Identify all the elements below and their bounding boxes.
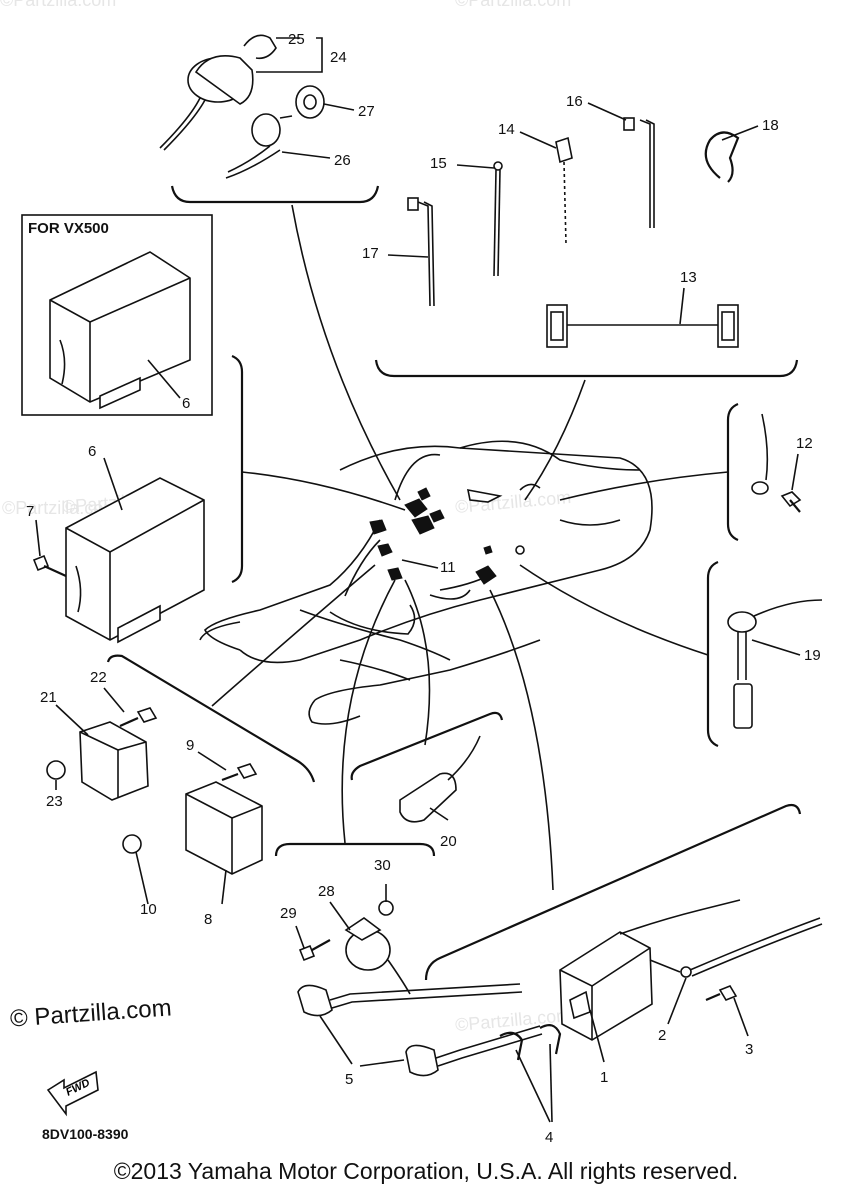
- callout-30: 30: [374, 857, 391, 874]
- callout-16: 16: [566, 93, 583, 110]
- part-12-ground-lead: [751, 413, 802, 513]
- watermark-left: ©Partzilla.com: [2, 498, 119, 518]
- part-22-bolt: [119, 707, 158, 728]
- part-21-rectifier: [79, 721, 149, 801]
- callout-4: 4: [545, 1129, 553, 1146]
- harness-line: [404, 579, 431, 746]
- part-28-sensor: [344, 917, 411, 995]
- callout-25: 25: [288, 31, 305, 48]
- drawing-code: 8DV100-8390: [42, 1126, 129, 1142]
- callout-6: 6: [88, 443, 96, 460]
- group-bracket-mid: [350, 711, 504, 781]
- callout-5: 5: [345, 1071, 353, 1088]
- callout-6-vx500: 6: [182, 395, 190, 412]
- harness-line: [519, 564, 709, 656]
- group-bracket-top-left: [170, 185, 380, 204]
- group-bracket-mid-left: [106, 654, 316, 783]
- part-30-nut: [378, 900, 394, 916]
- group-bracket-top-right: [374, 359, 799, 378]
- callout-10: 10: [140, 901, 157, 918]
- harness-line: [489, 589, 554, 891]
- part-1-ignition-coil: [559, 931, 653, 1041]
- group-bracket-bottom-left: [274, 842, 436, 857]
- part-7-screw: [32, 554, 67, 578]
- part-18-clip: [704, 131, 740, 183]
- part-19-sensor: [727, 599, 823, 729]
- callout-23: 23: [46, 793, 63, 810]
- callout-27: 27: [358, 103, 375, 120]
- part-26-knob: [225, 113, 293, 179]
- hull-illustration: [199, 440, 653, 725]
- callout-1: 1: [600, 1069, 608, 1086]
- fwd-arrow-icon: FWD: [46, 1070, 99, 1117]
- harness-line: [211, 564, 376, 707]
- vx500-box: [21, 214, 213, 416]
- harness-line: [241, 471, 406, 511]
- harness-line: [291, 204, 401, 501]
- callout-14: 14: [498, 121, 515, 138]
- part-5-plug-cap: [297, 983, 543, 1077]
- part-24-switch-assembly: [159, 34, 277, 151]
- callout-17: 17: [362, 245, 379, 262]
- harness-line: [524, 379, 586, 501]
- part-14-clip: [555, 136, 573, 245]
- group-bracket-right-lower: [706, 560, 719, 748]
- callout-9: 9: [186, 737, 194, 754]
- callout-18: 18: [762, 117, 779, 134]
- part-10-nut: [122, 834, 142, 854]
- watermark-top-right: ©Partzilla.com: [455, 0, 572, 10]
- copyright-notice: ©2013 Yamaha Motor Corporation, U.S.A. A…: [113, 1158, 739, 1184]
- callout-15: 15: [430, 155, 447, 172]
- group-bracket-left: [231, 354, 244, 584]
- callout-24: 24: [330, 49, 347, 66]
- callout-12: 12: [796, 435, 813, 452]
- part-8-cdi-unit: [185, 781, 263, 875]
- callout-28: 28: [318, 883, 335, 900]
- part-15-tie: [493, 161, 503, 277]
- cable: [619, 899, 741, 935]
- part-6-control-unit: [65, 477, 205, 644]
- part-4-clamp: [499, 1023, 562, 1061]
- part-29-screw: [298, 939, 331, 962]
- part-3-bolt: [705, 985, 738, 1002]
- callout-20: 20: [440, 833, 457, 850]
- part-16-tie: [623, 117, 655, 228]
- part-2-ground-lead: [649, 917, 823, 978]
- callout-22: 22: [90, 669, 107, 686]
- callout-29: 29: [280, 905, 297, 922]
- callout-labels: 1 2 3 4 5 6 6 7 8 9 10 11 12 13 14 15 16…: [26, 31, 821, 1146]
- part-9-bolt: [221, 763, 258, 782]
- part-20-capacitor: [399, 735, 481, 823]
- callout-11: 11: [440, 559, 456, 576]
- callout-21: 21: [40, 689, 57, 706]
- leader-lines: [35, 37, 801, 1123]
- group-bracket-right-upper: [726, 402, 739, 542]
- callout-26: 26: [334, 152, 351, 169]
- callout-2: 2: [658, 1027, 666, 1044]
- callout-8: 8: [204, 911, 212, 928]
- callout-3: 3: [745, 1041, 753, 1058]
- part-23-nut: [46, 760, 66, 780]
- part-27-nut: [295, 85, 325, 119]
- watermark-top-left: ©Partzilla.com: [0, 0, 117, 10]
- callout-19: 19: [804, 647, 821, 664]
- harness-line: [559, 471, 729, 501]
- variant-label: FOR VX500: [28, 220, 109, 237]
- callout-7: 7: [26, 503, 34, 520]
- callout-13: 13: [680, 269, 697, 286]
- part-17-tie: [407, 197, 435, 307]
- harness-line: [341, 579, 396, 844]
- part-13-strap: [546, 304, 739, 348]
- group-bracket-bottom-right: [424, 803, 802, 981]
